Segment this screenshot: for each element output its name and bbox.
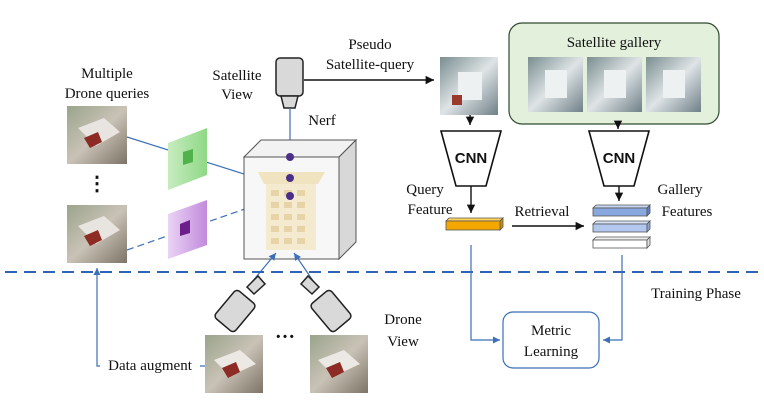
satellite-view-label-1: Satellite — [212, 68, 261, 84]
gallery-features-label-1: Gallery — [658, 182, 703, 198]
drone-view-label-1: Drone — [384, 312, 422, 328]
sample-point-1 — [286, 153, 294, 161]
pseudo-label-2: Satellite-query — [326, 57, 415, 73]
nerf-cube — [242, 138, 358, 261]
data-augment-arrow — [93, 268, 205, 367]
projection-line-2 — [126, 193, 289, 251]
drone-view-image-1 — [205, 335, 263, 393]
data-augment-label: Data augment — [108, 358, 193, 374]
training-phase-label: Training Phase — [651, 286, 741, 302]
cnn-label-left: CNN — [455, 150, 488, 167]
query-to-metric-arrow — [470, 245, 500, 344]
query-feature-label-1: Query — [406, 182, 444, 198]
drone-query-image-2 — [67, 205, 127, 263]
metric-learning-box — [502, 311, 600, 369]
drone-query-image-1 — [67, 106, 127, 164]
cnn-label-right: CNN — [603, 150, 636, 167]
horizontal-ellipsis: … — [275, 321, 295, 343]
gallery-features-label-2: Features — [662, 204, 713, 220]
green-plane — [168, 128, 207, 190]
metric-learning-label-2: Learning — [524, 344, 579, 360]
query-feature-label-2: Feature — [408, 202, 453, 218]
drone-camera-icon-right — [299, 274, 352, 333]
cnn-block-left — [439, 130, 503, 187]
satellite-gallery-label: Satellite gallery — [567, 35, 662, 51]
satellite-view-label-2: View — [221, 87, 253, 103]
sample-point-2 — [286, 174, 294, 182]
gallery-to-metric-arrow — [603, 255, 623, 344]
multiple-drone-queries-label-2: Drone queries — [65, 86, 150, 102]
pseudo-label-1: Pseudo — [348, 37, 391, 53]
retrieval-label: Retrieval — [515, 204, 570, 220]
multiple-drone-queries-label-1: Multiple — [81, 66, 133, 82]
metric-learning-label-1: Metric — [531, 323, 571, 339]
gallery-image-3 — [646, 57, 701, 112]
purple-plane — [168, 200, 207, 259]
query-feature-vector — [445, 217, 504, 231]
data-augment-label-bg — [100, 355, 200, 375]
drone-view-image-2 — [310, 335, 368, 393]
gallery-features-stack — [592, 204, 651, 249]
cnn-block-right — [587, 130, 651, 187]
pseudo-satellite-query-image — [440, 57, 498, 115]
gallery-image-1 — [528, 57, 583, 112]
vertical-ellipsis: ⋮ — [87, 173, 107, 195]
drone-view-label-2: View — [387, 334, 419, 350]
satellite-camera-icon — [275, 57, 304, 109]
nerf-label: Nerf — [308, 113, 335, 129]
drone-camera-icon-left — [214, 274, 267, 333]
gallery-image-2 — [587, 57, 642, 112]
sample-point-3 — [286, 192, 294, 200]
